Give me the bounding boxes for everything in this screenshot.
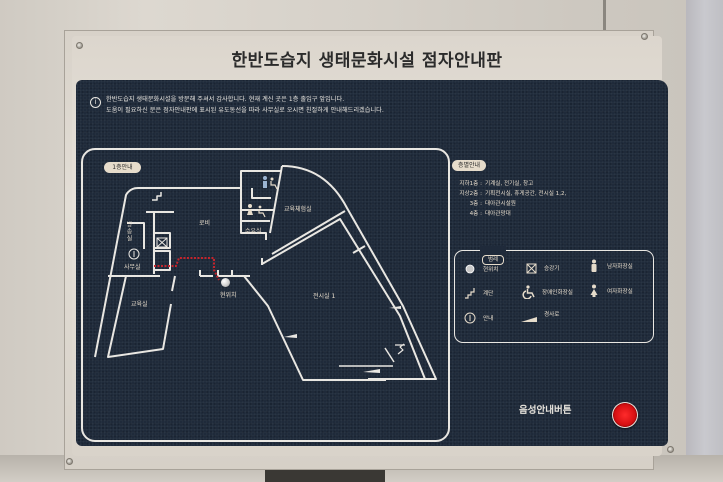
floor-name: 4층 : <box>469 211 482 217</box>
floor-badge: 1층안내 <box>104 162 141 173</box>
legend-item: 여자화장실 <box>587 284 633 298</box>
legend-label: 계단 <box>483 291 494 297</box>
screw-icon <box>66 458 73 465</box>
accessible-restroom-icon <box>522 285 536 299</box>
screw-icon <box>76 42 83 49</box>
sign-title: 한반도습지 생태문화시설 점자안내판 <box>231 51 503 71</box>
voice-guide-button[interactable] <box>612 402 638 428</box>
voice-guide-label: 음성안내버튼 <box>519 405 572 416</box>
elevator-icon <box>524 261 538 275</box>
room-label-classroom: 교육실 <box>131 301 148 308</box>
elevator-icon <box>156 237 168 248</box>
wall-seam <box>603 0 606 36</box>
legend-item: 승강기 <box>524 261 559 275</box>
legend-label: 남자화장실 <box>607 264 633 270</box>
screw-icon <box>667 446 674 453</box>
room-label-lobby: 로비 <box>199 220 211 227</box>
legend-label: 경사로 <box>544 312 560 318</box>
legend-label: 현위치 <box>483 267 499 273</box>
mens-restroom-icon <box>587 259 601 273</box>
room-label-office: 사무실 <box>124 264 141 271</box>
floor-name: 지상2층 : <box>459 191 482 197</box>
room-label-education-experience: 교육체험실 <box>284 206 312 213</box>
floor-map-frame <box>81 148 450 442</box>
ramp-icon <box>284 306 401 373</box>
braille-panel <box>76 80 668 446</box>
legend-label: 승강기 <box>544 266 560 272</box>
background-wall <box>686 0 723 482</box>
accessible-family-restroom-icon <box>263 176 278 190</box>
accessible-womens-restroom-icon <box>247 204 266 218</box>
legend-item: 계단 <box>463 286 493 300</box>
legend-item: 남자화장실 <box>587 259 633 273</box>
floor-rooms: 대아관망대 <box>485 211 511 217</box>
room-label-nursing: 수유실 <box>245 228 262 235</box>
room-label-exhibition-1: 전시실 1 <box>313 293 336 300</box>
legend-item: 경사로 <box>520 311 559 325</box>
floor-guide-row: 3층 :대아관시설원 <box>452 199 652 209</box>
legend-box <box>454 250 654 343</box>
screw-icon <box>641 33 648 40</box>
room-label-current-location: 현위치 <box>220 292 237 299</box>
legend-label: 여자화장실 <box>607 289 633 295</box>
floor-name: 지하1층 : <box>459 181 482 187</box>
stairs-icon <box>463 286 477 300</box>
floor-guide-row: 4층 :대아관망대 <box>452 209 652 219</box>
current-location-marker <box>221 278 230 287</box>
ramp-icon <box>520 311 538 325</box>
info-icon: i <box>90 97 101 108</box>
floor-guide: 층별안내 지하1층 :기계실, 전기실, 창고 지상2층 :기획전시실, 휴게공… <box>452 152 652 219</box>
legend-item: 장애인화장실 <box>522 285 573 299</box>
floor-rooms: 대아관시설원 <box>485 201 516 207</box>
current-location-icon <box>463 262 477 276</box>
floor-rooms: 기획전시실, 휴게공간, 전시실 1,2, <box>485 191 567 197</box>
legend-label: 안내 <box>483 316 494 322</box>
legend-label: 장애인화장실 <box>542 290 573 296</box>
floor-rooms: 기계실, 전기실, 창고 <box>485 181 534 187</box>
info-icon <box>128 248 140 260</box>
legend-badge-label: 범례 <box>482 255 505 265</box>
room-label-broadcast: 방송실 <box>125 221 132 242</box>
legend-item: 현위치 <box>463 262 498 276</box>
floor-guide-row: 지하1층 :기계실, 전기실, 창고 <box>452 179 652 189</box>
intro-line-2: 도움이 필요하신 분은 점자안내판에 표시된 유도동선을 따라 사무실로 오시면… <box>106 107 384 114</box>
floor-guide-row: 지상2층 :기획전시실, 휴게공간, 전시실 1,2, <box>452 189 652 199</box>
floor-guide-badge: 층별안내 <box>452 160 487 171</box>
womens-restroom-icon <box>587 284 601 298</box>
guide-path <box>154 257 220 281</box>
info-icon <box>463 311 477 325</box>
floor-name: 3층 : <box>469 201 482 207</box>
legend-item: 안내 <box>463 311 493 325</box>
legend-badge: 범례 <box>480 246 507 265</box>
intro-line-1: 한반도습지 생태문화시설을 방문해 주셔서 감사합니다. 현재 계신 곳은 1층… <box>106 96 345 103</box>
